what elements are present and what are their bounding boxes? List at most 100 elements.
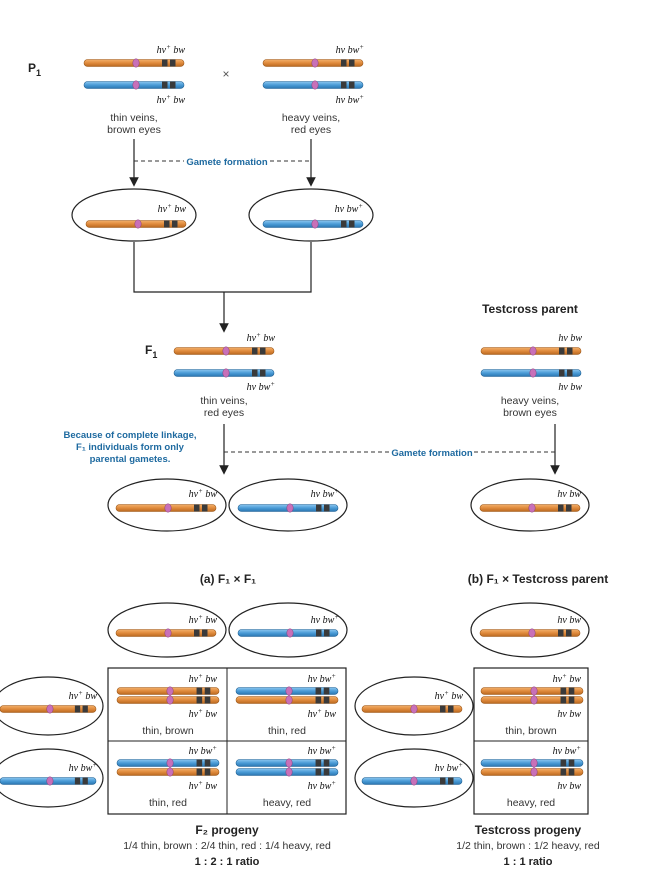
gene-band	[204, 687, 211, 695]
gene-band	[252, 347, 258, 355]
gene-band	[568, 687, 575, 695]
centromere	[528, 503, 536, 513]
punnett-b-cell-1: hv+ bw hv bw	[480, 672, 584, 720]
gamete-ellipse	[0, 676, 104, 736]
allele-labels: hv+ bw	[435, 689, 464, 702]
blue-chromosome	[235, 758, 339, 768]
blue-chromosome	[361, 776, 463, 786]
gene-band	[566, 629, 572, 637]
orange-chromosome	[173, 346, 275, 356]
gene-band	[194, 504, 200, 512]
blue-chromosome	[480, 758, 584, 768]
orange-chromosome	[115, 503, 217, 513]
gene-band	[559, 369, 565, 377]
gamete-ellipse	[470, 478, 590, 532]
allele-labels: hv bw+	[435, 761, 464, 774]
centromere	[530, 758, 538, 768]
gene-band	[448, 705, 454, 713]
gene-band	[202, 629, 208, 637]
gene-band	[341, 220, 347, 228]
centromere	[530, 767, 538, 777]
gene-band	[315, 687, 322, 695]
punnett-a-cell-4: hv bw+hv bw+	[235, 744, 339, 792]
allele-labels: hv+ bw	[308, 707, 337, 720]
punnett-a-cell-3-label: thin, red	[149, 797, 187, 809]
panel-b-progeny-title: Testcross progeny	[475, 823, 582, 837]
punnett-a-cell-1-label: thin, brown	[142, 725, 194, 737]
gene-band	[252, 369, 258, 377]
gene-band	[204, 759, 211, 767]
gene-band	[567, 347, 573, 355]
gene-band	[316, 629, 322, 637]
f1-individual: hv+ bw hv bw+	[173, 331, 275, 393]
blue-chromosome	[237, 503, 339, 513]
gene-band	[323, 759, 330, 767]
panel-a-progeny-title: F₂ progeny	[195, 823, 259, 837]
gene-band	[315, 696, 322, 704]
gene-band	[349, 220, 355, 228]
gene-band	[164, 220, 170, 228]
centromere	[530, 686, 538, 696]
centromere	[286, 628, 294, 638]
gamete-ellipse	[0, 748, 104, 808]
gamete-ellipse	[248, 188, 374, 242]
centromere	[311, 80, 319, 90]
centromere	[529, 346, 537, 356]
blue-chromosome	[235, 686, 339, 696]
orange-chromosome	[115, 628, 217, 638]
blue-chromosome	[0, 776, 97, 786]
panel-a-side-gamete-2: hv bw+	[0, 761, 97, 786]
blue-chromosome	[83, 80, 185, 90]
punnett-a-cell-3: hv bw+hv+ bw	[116, 744, 220, 792]
allele-labels: hv bw+	[335, 202, 364, 215]
blue-chromosome	[262, 219, 364, 229]
allele-labels: hv bw	[557, 615, 581, 626]
orange-chromosome	[0, 704, 97, 714]
gamete-ellipse	[107, 478, 227, 532]
centromere	[286, 503, 294, 513]
blue-chromosome	[480, 368, 582, 378]
allele-labels: hv+ bw	[69, 689, 98, 702]
gene-band	[172, 220, 178, 228]
gene-band	[315, 759, 322, 767]
gamete-ellipse	[107, 602, 227, 658]
orange-chromosome	[361, 704, 463, 714]
panel-a-ratio: 1 : 2 : 1 ratio	[195, 856, 260, 868]
centromere	[164, 503, 172, 513]
panel-b-ratio-text: 1/2 thin, brown : 1/2 heavy, red	[456, 840, 600, 852]
gamete-ellipse	[354, 676, 474, 736]
orange-chromosome	[480, 767, 584, 777]
orange-chromosome	[116, 695, 220, 705]
centromere	[166, 695, 174, 705]
gene-band	[341, 81, 347, 89]
panel-a-ratio-text: 1/4 thin, brown : 2/4 thin, red : 1/4 he…	[123, 840, 331, 852]
gene-band	[204, 768, 211, 776]
linkage-note-1: Because of complete linkage,	[63, 430, 196, 441]
allele-labels: hv bw+	[311, 613, 340, 626]
centromere	[222, 346, 230, 356]
centromere	[285, 758, 293, 768]
cross-symbol: ×	[222, 67, 229, 81]
p1-parent-left: hv+ bw hv+ bw	[83, 43, 185, 106]
gamete-testcross: hv bw	[479, 489, 581, 513]
testcross-parent-title: Testcross parent	[482, 302, 578, 316]
p1-gen-label: P1	[28, 61, 41, 78]
gene-band	[196, 759, 203, 767]
punnett-b-cell-2: hv bw+hv bw	[480, 744, 584, 792]
orange-chromosome	[479, 628, 581, 638]
orange-chromosome	[116, 686, 220, 696]
punnett-a-cell-1: hv+ bw hv+ bw	[116, 672, 220, 720]
centromere	[410, 776, 418, 786]
orange-chromosome	[479, 503, 581, 513]
centromere	[166, 758, 174, 768]
gene-band	[448, 777, 454, 785]
gene-band	[349, 59, 355, 67]
centromere	[410, 704, 418, 714]
gene-band	[440, 777, 446, 785]
blue-chromosome	[237, 628, 339, 638]
centromere	[222, 368, 230, 378]
punnett-a-cell-4-label: heavy, red	[263, 797, 311, 809]
allele-labels: hv+ bw	[189, 487, 218, 500]
gamete-ellipse	[354, 748, 474, 808]
